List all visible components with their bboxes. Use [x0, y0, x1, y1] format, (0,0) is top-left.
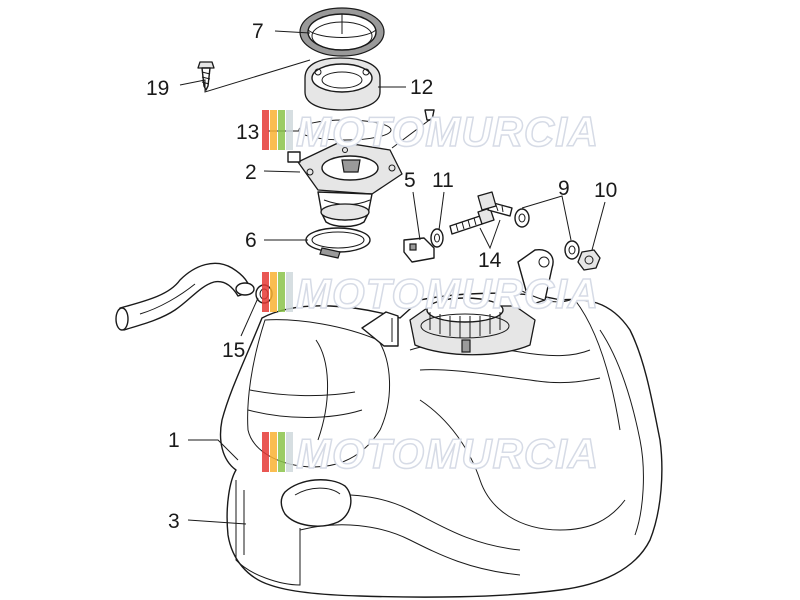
watermark-bottom: MOTOMURCIA [262, 429, 599, 478]
hose-clamp [305, 227, 371, 259]
callout-1: 1 [168, 429, 180, 452]
watermark-text: MOTOMURCIA [296, 430, 599, 477]
callout-7: 7 [252, 20, 264, 43]
flange-gasket [304, 57, 381, 111]
washer-9a [514, 208, 530, 228]
screw [197, 61, 215, 91]
callout-14: 14 [478, 249, 502, 272]
callout-15: 15 [222, 339, 245, 362]
callout-5: 5 [404, 169, 416, 192]
washer-9b [564, 240, 580, 260]
fuel-tank [219, 249, 663, 598]
fuel-pump-unit [287, 141, 403, 228]
callout-11: 11 [432, 169, 454, 192]
seal-ring [298, 109, 435, 141]
watermark-text: MOTOMURCIA [296, 270, 599, 317]
hex-nut [577, 249, 601, 271]
watermark-text: MOTOMURCIA [296, 108, 599, 155]
callout-13: 13 [236, 121, 259, 144]
watermark-middle: MOTOMURCIA [262, 269, 599, 318]
bolt-lower [449, 207, 495, 235]
washer-11 [430, 228, 444, 248]
callout-6: 6 [245, 229, 257, 252]
watermark-top: MOTOMURCIA [262, 107, 599, 156]
speed-nut [403, 237, 435, 263]
callout-9: 9 [558, 177, 570, 200]
fuel-hose [115, 262, 255, 331]
callout-2: 2 [245, 161, 257, 184]
bolt-upper [477, 191, 513, 217]
callout-12: 12 [410, 76, 433, 99]
callout-labels: 7 19 12 13 2 6 15 1 3 5 11 14 9 10 [146, 20, 617, 533]
callout-10: 10 [594, 179, 617, 202]
callout-3: 3 [168, 510, 180, 533]
callout-19: 19 [146, 77, 169, 100]
ring-nut [299, 7, 385, 57]
